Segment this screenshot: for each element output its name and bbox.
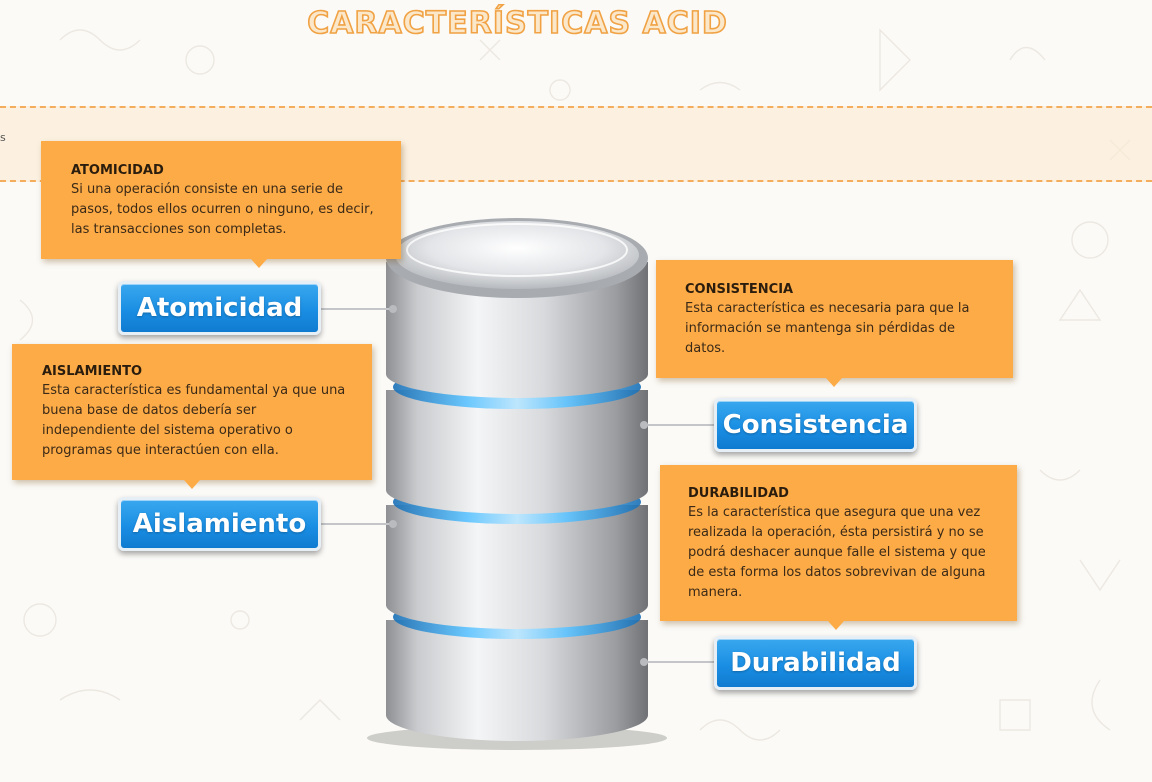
callout-heading: DURABILIDAD [688,486,789,501]
label-consistencia: Consistencia [714,398,917,452]
callout-description: Esta característica es necesaria para qu… [685,301,970,356]
callout-description: Si una operación consiste en una serie d… [71,182,374,237]
callout-heading: ATOMICIDAD [71,163,164,178]
callout-description: Es la característica que asegura que una… [688,505,986,600]
callout-aislamiento: AISLAMIENTO Esta característica es funda… [12,344,372,489]
callout-consistencia: CONSISTENCIA Esta característica es nece… [656,260,1013,387]
callout-heading: CONSISTENCIA [685,282,794,297]
callout-atomicidad: ATOMICIDAD Si una operación consiste en … [41,141,401,268]
band-mark: s [0,131,6,144]
label-atomicidad: Atomicidad [118,281,321,335]
callout-heading: AISLAMIENTO [42,364,143,379]
page-title: CARACTERÍSTICAS ACID [306,5,728,42]
label-durabilidad: Durabilidad [714,636,917,690]
label-aislamiento: Aislamiento [118,497,321,551]
callout-description: Esta característica es fundamental ya qu… [42,383,346,458]
callout-durabilidad: DURABILIDAD Es la característica que ase… [660,465,1017,630]
